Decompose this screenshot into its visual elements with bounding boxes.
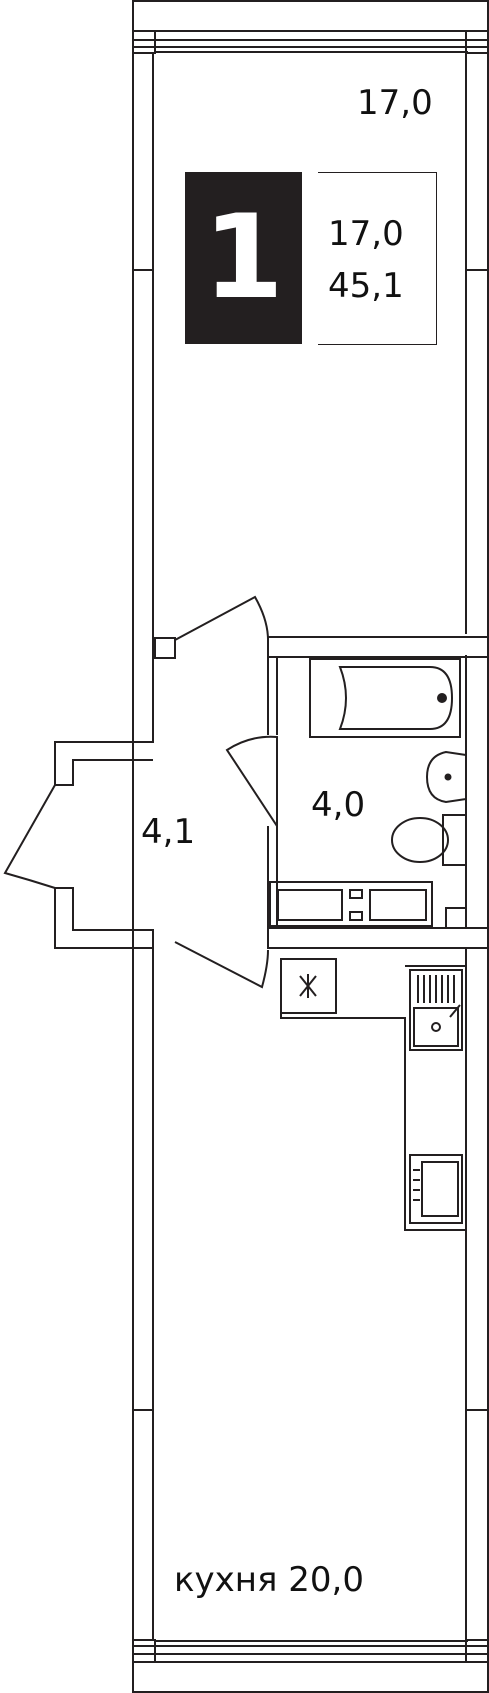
bathroom-bottom-wall	[267, 927, 489, 949]
kitchen-door	[174, 941, 269, 989]
kitchen-sink	[409, 969, 463, 1051]
kitchen-counter	[280, 965, 467, 1231]
bathtub	[309, 658, 461, 738]
rooms-count: 1	[185, 172, 302, 344]
area-summary: 17,0 45,1	[318, 172, 437, 345]
entrance-door	[3, 784, 56, 889]
top-window	[132, 30, 489, 54]
toilet	[391, 814, 467, 866]
outer-frame	[132, 0, 489, 1693]
living-door	[174, 595, 269, 641]
bathroom-cabinet	[269, 881, 467, 929]
bathroom-door	[225, 735, 278, 830]
living-room-area: 17,0	[357, 83, 433, 123]
washbasin	[425, 750, 467, 804]
living-area-value: 17,0	[328, 214, 404, 254]
kitchen-area: кухня 20,0	[174, 1560, 364, 1600]
fridge	[280, 958, 337, 1014]
bathroom-area: 4,0	[311, 785, 366, 825]
hall-area: 4,1	[141, 812, 196, 852]
apartment-badge: 1 17,0 45,1	[185, 172, 437, 345]
total-area-value: 45,1	[328, 266, 404, 306]
hall-wall	[54, 634, 154, 786]
kitchen-stove	[409, 1154, 463, 1224]
bathroom-top-wall	[267, 636, 489, 658]
bottom-window	[132, 1639, 489, 1663]
